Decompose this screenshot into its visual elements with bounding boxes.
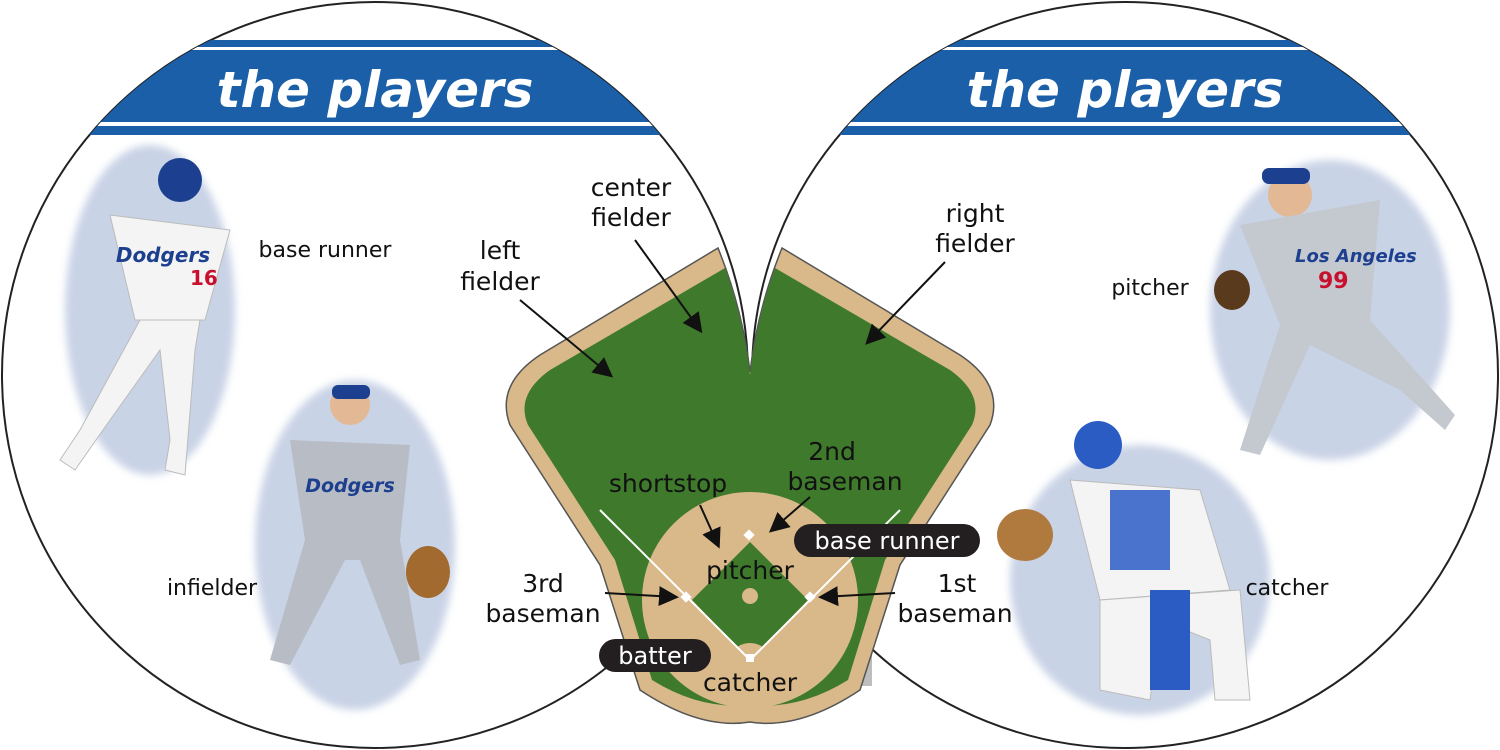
batter-pill-label: batter — [618, 642, 692, 670]
second-base — [743, 529, 755, 541]
pitchers-mound — [742, 588, 758, 604]
base-runner-number: 16 — [190, 266, 218, 290]
pitcher-label: pitcher — [1111, 276, 1189, 301]
catcher-field-label: catcher — [703, 668, 798, 697]
batter-pill: batter — [599, 639, 711, 672]
infielder-jersey: Dodgers — [305, 475, 395, 497]
pitcher-player: Los Angeles 99 — [1210, 160, 1455, 460]
right-fielder-label-1: right — [946, 199, 1005, 228]
shortstop-label: shortstop — [609, 469, 727, 498]
catcher-label: catcher — [1246, 576, 1330, 601]
base-runner-player: Dodgers 16 — [59, 145, 235, 476]
first-baseman-label-1: 1st — [938, 569, 977, 598]
base-runner-label: base runner — [259, 238, 393, 263]
second-baseman-label-1: 2nd — [808, 437, 856, 466]
third-baseman-label-2: baseman — [485, 599, 600, 628]
center-fielder-label-1: center — [591, 173, 672, 202]
third-base — [680, 591, 692, 603]
base-runner-jersey: Dodgers — [116, 243, 210, 267]
second-baseman-label-2: baseman — [787, 467, 902, 496]
label-arrows — [519, 239, 946, 607]
pitcher-field-label: pitcher — [706, 556, 795, 585]
right-fielder-label-2: fielder — [935, 229, 1015, 258]
base-runner-pill-label: base runner — [815, 527, 960, 555]
first-base — [804, 591, 816, 603]
infielder-player: Dodgers — [255, 380, 455, 710]
left-fielder-label-2: fielder — [460, 267, 540, 296]
right-banner-title: the players — [967, 61, 1284, 119]
left-banner-title: the players — [217, 61, 534, 119]
baseball-field — [505, 246, 995, 725]
first-baseman-label-2: baseman — [897, 599, 1012, 628]
infielder-label: infielder — [167, 576, 258, 601]
base-runner-pill: base runner — [794, 524, 980, 557]
pitcher-jersey: Los Angeles — [1295, 246, 1417, 267]
home-plate-area — [728, 643, 772, 687]
home-plate — [746, 654, 754, 662]
left-fielder-label-1: left — [480, 236, 521, 265]
outfield-grass — [524, 268, 976, 706]
catcher-player — [997, 421, 1270, 715]
center-fielder-label-2: fielder — [591, 203, 671, 232]
third-baseman-label-1: 3rd — [522, 569, 564, 598]
pitcher-number: 99 — [1318, 269, 1349, 294]
